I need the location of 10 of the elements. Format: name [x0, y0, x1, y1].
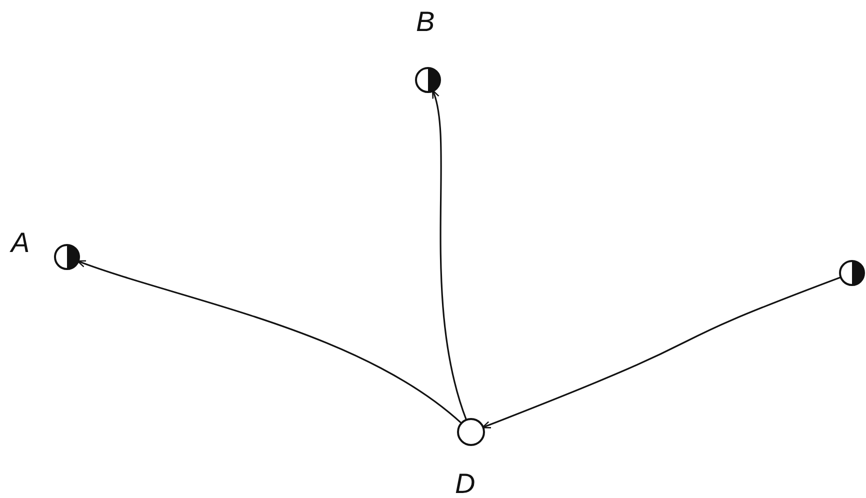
node-label: D [455, 470, 476, 498]
node-label: A [11, 229, 30, 257]
arrow [431, 90, 468, 420]
half-filled-circle [839, 260, 865, 286]
arrow [482, 276, 842, 428]
arrow [76, 260, 462, 424]
circle [457, 418, 485, 446]
node-label: B [416, 8, 435, 36]
half-filled-circle [415, 67, 441, 93]
half-filled-circle [54, 244, 80, 270]
